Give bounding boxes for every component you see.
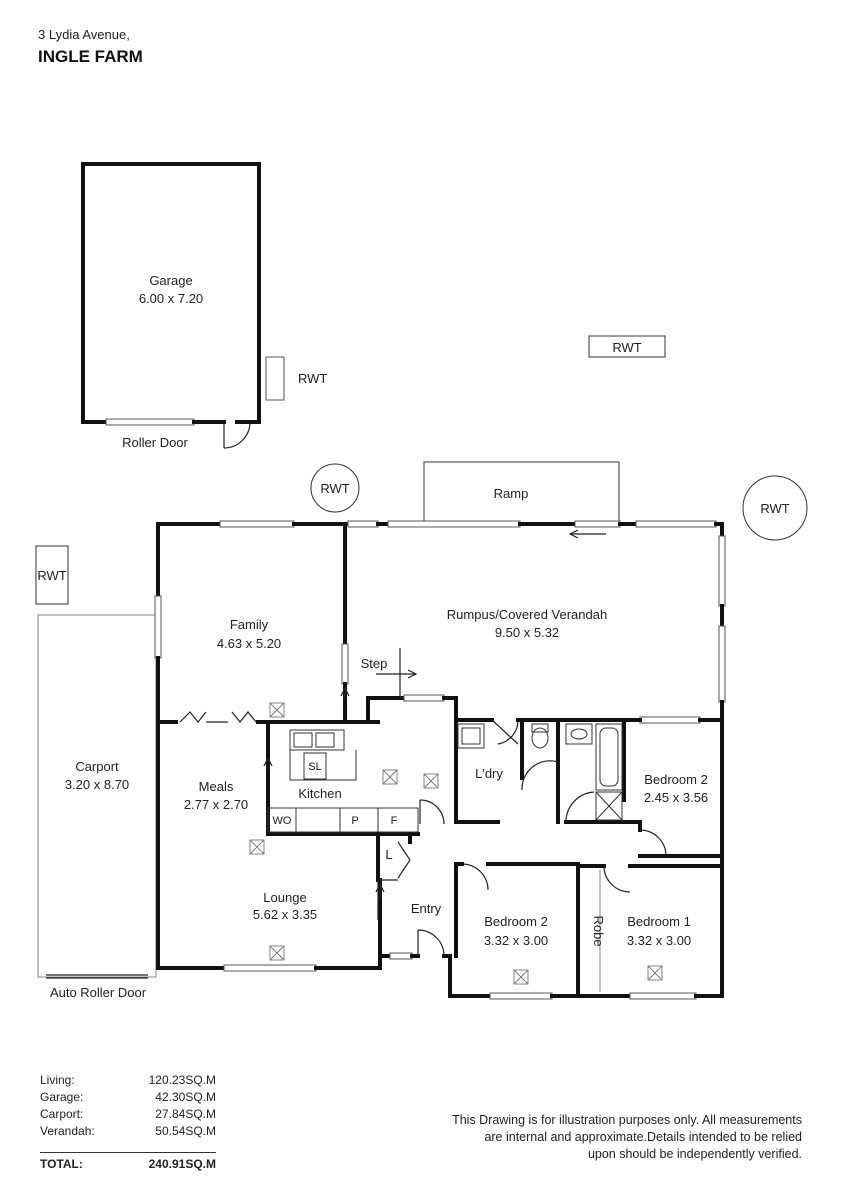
vanity [565, 723, 593, 745]
carport-name: Carport [75, 759, 119, 774]
interior-walls [156, 522, 724, 998]
bedroom-2a-name: Bedroom 2 [644, 772, 708, 787]
sink-box [303, 752, 327, 780]
fixtures [267, 723, 623, 833]
meals-size: 2.77 x 2.70 [184, 797, 248, 812]
area-row-carport: Carport: 27.84SQ.M [40, 1106, 216, 1123]
area-value: 50.54SQ.M [155, 1124, 216, 1138]
disclaimer: This Drawing is for illustration purpose… [402, 1112, 802, 1163]
lounge-size: 5.62 x 3.35 [253, 907, 317, 922]
wall-oven-label: WO [273, 815, 292, 827]
address-line: 3 Lydia Avenue, [38, 27, 130, 42]
toilet [531, 727, 549, 749]
bedroom-1-size: 3.32 x 3.00 [627, 933, 691, 948]
suburb-title: INGLE FARM [38, 47, 143, 66]
rwt-garage-tank [265, 356, 285, 401]
rumpus-size: 9.50 x 5.32 [495, 625, 559, 640]
roller-door-opening [105, 418, 195, 426]
area-value: 27.84SQ.M [155, 1107, 216, 1121]
auto-roller-door-label: Auto Roller Door [50, 985, 147, 1000]
area-divider [40, 1152, 216, 1153]
ceiling-lights [249, 702, 663, 985]
step-label: Step [361, 656, 388, 671]
area-label: Garage: [40, 1090, 84, 1104]
meals-name: Meals [199, 779, 234, 794]
bathtub [595, 723, 623, 791]
rwt-label-carport: RWT [37, 568, 66, 583]
area-schedule: Living: 120.23SQ.M Garage: 42.30SQ.M Car… [40, 1072, 216, 1173]
garage [81, 162, 285, 449]
rwt-label-garage: RWT [298, 371, 327, 386]
laundry-label: L'dry [475, 766, 503, 781]
garage-name: Garage [149, 273, 192, 288]
total-value: 240.91SQ.M [148, 1157, 216, 1171]
area-label: Carport: [40, 1107, 84, 1121]
area-value: 120.23SQ.M [148, 1073, 216, 1087]
laundry-trough [457, 723, 485, 749]
pantry-label: P [351, 815, 358, 827]
bedroom-2b-name: Bedroom 2 [484, 914, 548, 929]
garage-size: 6.00 x 7.20 [139, 291, 203, 306]
family-name: Family [230, 617, 269, 632]
disclaimer-line-1: This Drawing is for illustration purpose… [452, 1113, 802, 1127]
rwt-tank-top-right [588, 335, 666, 358]
carport-size: 3.20 x 8.70 [65, 777, 129, 792]
disclaimer-line-3: upon should be independently verified. [587, 1147, 802, 1161]
rumpus-name: Rumpus/Covered Verandah [447, 607, 607, 622]
bedroom-2b-size: 3.32 x 3.00 [484, 933, 548, 948]
lounge-name: Lounge [263, 890, 306, 905]
sink-label: SL [308, 761, 321, 773]
floor-plan: Garage 6.00 x 7.20 Roller Door RWT RWT R… [35, 162, 808, 1000]
area-value: 42.30SQ.M [155, 1090, 216, 1104]
carport [37, 614, 157, 978]
linen-label: L [385, 847, 392, 862]
rwt-label-top-right: RWT [612, 340, 641, 355]
disclaimer-line-2: are internal and approximate.Details int… [484, 1130, 802, 1144]
rwt-label-right: RWT [760, 501, 789, 516]
robe-label: Robe [591, 915, 606, 946]
family-size: 4.63 x 5.20 [217, 636, 281, 651]
ramp-label: Ramp [494, 486, 529, 501]
rwt-tank-carport [35, 545, 69, 605]
bedroom-2a-size: 2.45 x 3.56 [644, 790, 708, 805]
entry-label: Entry [411, 901, 442, 916]
roller-door-label: Roller Door [122, 435, 188, 450]
area-row-verandah: Verandah: 50.54SQ.M [40, 1123, 216, 1140]
area-label: Living: [40, 1073, 75, 1087]
fridge-label: F [391, 815, 398, 827]
area-row-total: TOTAL: 240.91SQ.M [40, 1156, 216, 1173]
rwt-tank-round-right [742, 475, 808, 541]
area-row-garage: Garage: 42.30SQ.M [40, 1089, 216, 1106]
area-row-living: Living: 120.23SQ.M [40, 1072, 216, 1089]
step-arrows [263, 529, 606, 900]
kitchen-name: Kitchen [298, 786, 341, 801]
total-label: TOTAL: [40, 1157, 83, 1171]
shower [595, 791, 623, 821]
kitchen-bench [267, 807, 419, 833]
rwt-label-center: RWT [320, 481, 349, 496]
bedroom-1-name: Bedroom 1 [627, 914, 691, 929]
house-outer-walls [154, 520, 726, 1000]
area-label: Verandah: [40, 1124, 95, 1138]
rwt-tank-round-center [310, 463, 360, 513]
